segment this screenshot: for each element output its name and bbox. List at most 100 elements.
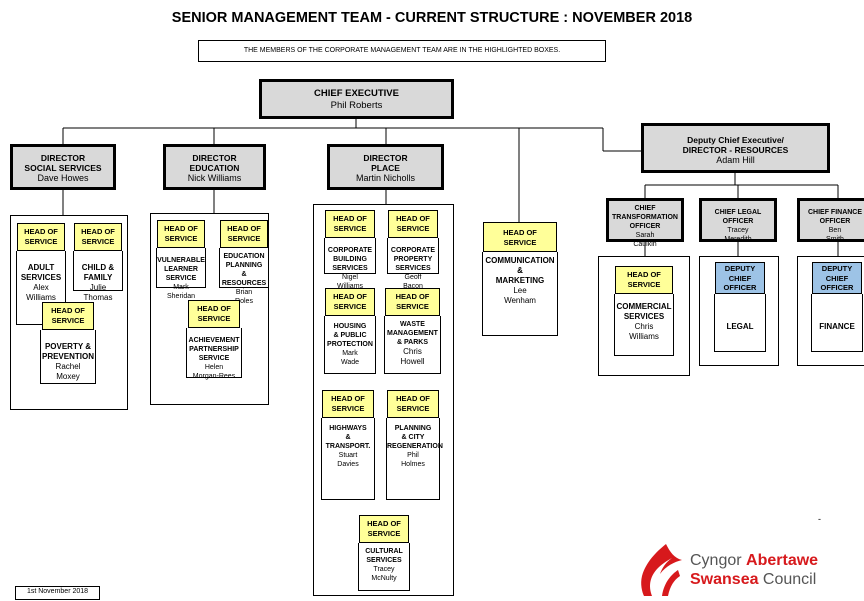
hos-label-line: SERVICE [367,529,401,538]
service-name-line: PLANNING [225,262,263,269]
service-name-line: MARKETING [495,276,545,285]
chief-transformation-officer-box: CHIEF TRANSFORMATION OFFICER Sarah Caulk… [606,198,684,248]
hos-label-line: HEAD OF [164,224,198,233]
service-name-line: PROTECTION [327,341,373,348]
service-achievement-partnership: ACHIEVEMENT PARTNERSHIP SERVICE Helen Mo… [186,328,242,380]
hos-label-line: SERVICE [227,234,261,243]
hos-label-line: SERVICE [396,302,429,311]
director-role-line: DIRECTOR [363,153,408,163]
person-name-line: Mark [342,350,358,357]
service-name-line: CORPORATE [327,247,373,254]
swansea-logo-emblem [632,540,692,596]
person-name-line: Geoff [404,274,422,281]
hos-label-line: HEAD OF [51,306,85,315]
officer-name-line: Meredith [724,236,752,243]
chief-finance-officer-box: CHIEF FINANCE OFFICER Ben Smith [797,198,864,243]
service-name-line: TRANSPORT. [325,443,371,450]
service-name-line: & [241,271,247,278]
person-name-line: Holmes [401,461,425,468]
hos-label-line: SERVICE [503,238,537,247]
hos-label-line: SERVICE [51,316,85,325]
service-poverty-prevention: POVERTY & PREVENTION Rachel Moxey [40,330,96,384]
service-name-line: COMMUNICATION [485,256,555,265]
director-role-line: PLACE [371,163,400,173]
hos-label-line: HEAD OF [503,228,537,237]
service-name-line: & [517,266,523,275]
service-name-line: ADULT [27,263,55,272]
service-name-line: LEARNER [164,266,198,273]
director-role-line: DIRECTOR [40,153,86,163]
director-name: Dave Howes [37,173,89,183]
finance-label: FINANCE [819,322,855,331]
hos-label-line: SERVICE [333,302,367,311]
officer-role-line: OFFICER [629,223,661,230]
person-name-line: Moxey [56,372,80,381]
officer-role-line: CHIEF [634,205,656,212]
person-name-line: Stuart [338,452,358,459]
person-name-line: McNulty [371,575,397,582]
service-waste-management-parks: WASTE MANAGEMENT & PARKS Chris Howell [384,316,441,374]
person-name-line: Nigel [342,274,358,281]
chief-executive-box: CHIEF EXECUTIVE Phil Roberts [259,79,454,119]
service-name-line: & CITY [401,434,425,441]
cmt-note: THE MEMBERS OF THE CORPORATE MANAGEMENT … [198,40,606,62]
person-name-line: Roles [235,298,253,305]
officer-name-line: Sarah [635,232,655,239]
hos-label-line: HEAD OF [331,394,365,403]
service-name-line: & PUBLIC [333,332,367,339]
logo-abertawe: Abertawe [746,552,819,569]
service-name-line: PARTNERSHIP [189,346,239,353]
hos-label-line: HEAD OF [396,214,430,223]
legal-unit: LEGAL [714,294,766,352]
dco-label-line: OFFICER [820,283,854,292]
service-cultural-services: CULTURAL SERVICES Tracey McNulty [358,543,410,591]
logo-line-2: Swansea Council [690,571,816,589]
service-communication-marketing: COMMUNICATION & MARKETING Lee Wenham [482,252,558,336]
service-name-line: FAMILY [83,273,113,282]
service-name-line: SERVICE [198,355,230,362]
service-name-line: PREVENTION [41,352,94,361]
director-place-box: DIRECTOR PLACE Martin Nicholls [327,144,444,190]
chief-executive-name: Phil Roberts [330,100,383,111]
service-name-line: SERVICES [623,312,665,321]
service-name-line: WASTE [400,321,425,328]
person-name-line: Phil [407,452,419,459]
person-name-line: Wenham [504,296,536,305]
hos-label-line: SERVICE [396,224,430,233]
service-housing-public-protection: HOUSING & PUBLIC PROTECTION Mark Wade [324,316,376,374]
dco-label-line: OFFICER [723,283,757,292]
officer-name-line: Ben [828,227,842,234]
person-name-line: Julie [89,283,107,292]
dco-label-line: CHIEF [728,273,752,283]
service-name-line: SERVICES [366,557,402,564]
service-name-line: RESOURCES [221,280,267,287]
service-name-line: BUILDING [333,256,367,263]
service-name-line: COMMERCIAL [616,302,672,311]
hos-label-line: SERVICE [81,237,115,246]
hos-label-line: HEAD OF [227,224,261,233]
hos-label-line: HEAD OF [395,292,430,301]
director-role-line: DIRECTOR [192,153,237,163]
person-name-line: Tracey [373,566,395,573]
chief-legal-officer-box: CHIEF LEGAL OFFICER Tracey Meredith [699,198,777,243]
officer-name-line: Caulkin [633,241,657,248]
logo-cyngor: Cyngor [690,552,747,569]
deputy-chief-executive-box: Deputy Chief Executive/ DIRECTOR - RESOU… [641,123,830,173]
stray-dash: - [818,514,821,524]
service-name-line: REGENERATION [387,443,443,450]
service-planning-city-regeneration: PLANNING & CITY REGENERATION Phil Holmes [386,418,443,500]
director-role-line: SOCIAL SERVICES [24,163,102,173]
service-highways-transport: HIGHWAYS & TRANSPORT. Stuart Davies [321,418,375,500]
person-name-line: Helen [204,364,224,371]
hos-label-line: SERVICE [396,404,430,413]
service-corporate-property: CORPORATE PROPERTY SERVICES Geoff Bacon [387,238,439,290]
director-social-services-box: DIRECTOR SOCIAL SERVICES Dave Howes [10,144,116,190]
